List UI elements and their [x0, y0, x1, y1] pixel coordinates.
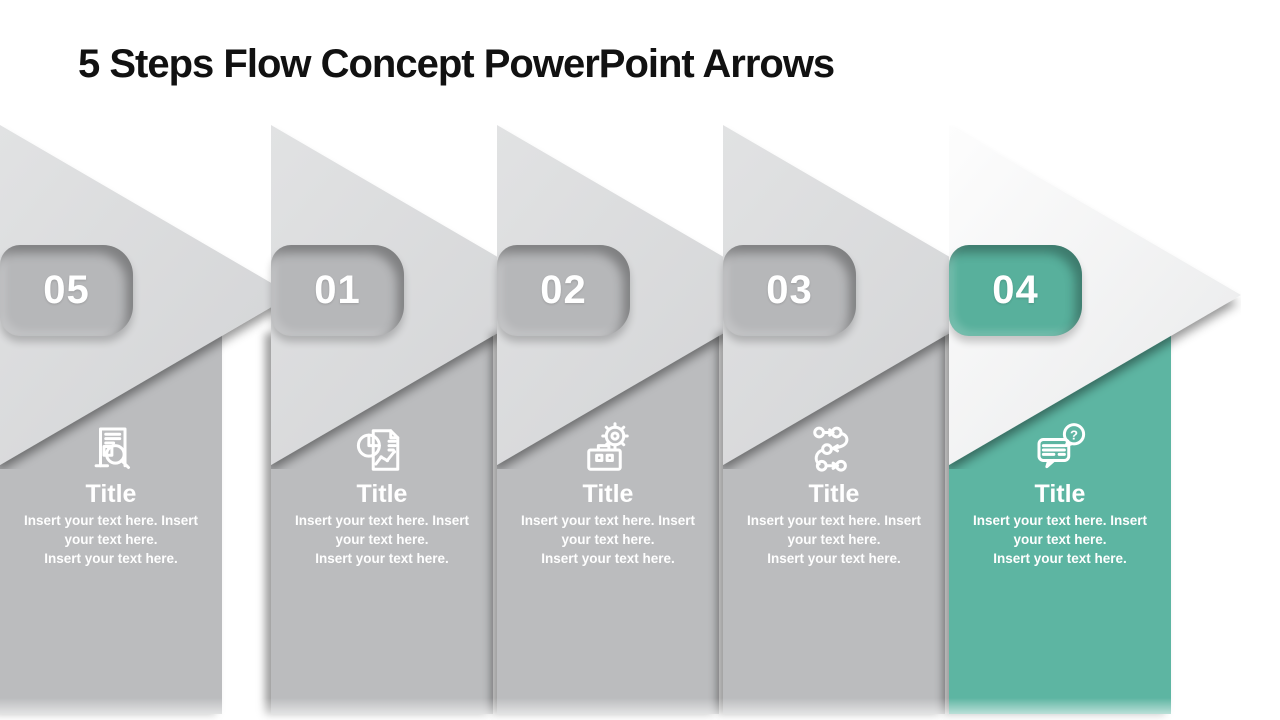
- slide-title: 5 Steps Flow Concept PowerPoint Arrows: [78, 42, 835, 86]
- step-05-body: Insert your text here. Insert your text …: [23, 513, 199, 566]
- step-04-arrow-shape: [949, 125, 1241, 465]
- step-02-title: Title: [582, 480, 634, 508]
- step-03-arrow-shape: [723, 125, 1015, 465]
- step-05-number: 05: [43, 268, 90, 312]
- step-03-title: Title: [808, 480, 860, 508]
- step-04-number-badge: 04: [949, 245, 1082, 336]
- step-02: Title Insert your text here. Insert your…: [497, 0, 817, 720]
- report-chart-icon: [354, 422, 410, 478]
- step-03-number: 03: [766, 268, 813, 312]
- step-05-arrow-shape: [0, 125, 292, 465]
- toolbox-gear-icon: [580, 422, 636, 478]
- chat-question-icon: ?: [1032, 422, 1088, 478]
- step-03: Title Insert your text here. Insert your…: [723, 0, 1043, 720]
- step-01: Title Insert your text here. Insert your…: [271, 0, 591, 720]
- svg-text:?: ?: [1070, 428, 1078, 443]
- step-04-number: 04: [992, 268, 1039, 312]
- step-05-title: Title: [85, 480, 137, 508]
- step-03-number-badge: 03: [723, 245, 856, 336]
- step-03-body: Insert your text here. Insert your text …: [746, 513, 922, 566]
- step-05: Title Insert your text here. Insert your…: [0, 0, 320, 720]
- step-01-title: Title: [356, 480, 408, 508]
- step-04: ? Title Insert your text here. Insert yo…: [949, 0, 1269, 720]
- step-01-number: 01: [314, 268, 361, 312]
- step-04-title: Title: [1034, 480, 1086, 508]
- step-02-body: Insert your text here. Insert your text …: [520, 513, 696, 566]
- step-02-arrow-shape: [497, 125, 789, 465]
- document-search-icon: [83, 422, 139, 478]
- process-flow-icon: [806, 422, 862, 478]
- step-01-number-badge: 01: [271, 245, 404, 336]
- step-02-number: 02: [540, 268, 587, 312]
- step-04-body: Insert your text here. Insert your text …: [972, 513, 1148, 566]
- step-01-body: Insert your text here. Insert your text …: [294, 513, 470, 566]
- step-01-arrow-shape: [271, 125, 563, 465]
- step-05-number-badge: 05: [0, 245, 133, 336]
- step-02-number-badge: 02: [497, 245, 630, 336]
